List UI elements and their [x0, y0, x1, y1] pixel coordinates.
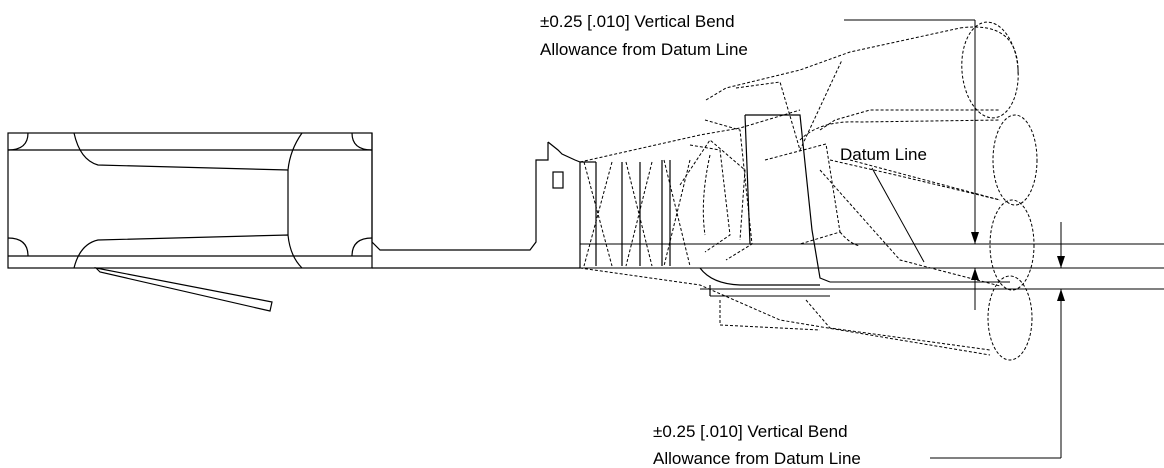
bottom-bend-allowance-label-line2: Allowance from Datum Line	[653, 449, 861, 468]
bottom-dimension	[930, 222, 1065, 459]
top-bend-allowance-label-line1: ±0.25 [.010] Vertical Bend	[540, 12, 735, 31]
crimp-barrels	[547, 114, 831, 296]
bottom-bend-allowance-label-line1: ±0.25 [.010] Vertical Bend	[653, 422, 848, 441]
bend-envelope-dashed	[579, 21, 1038, 361]
transition-section	[371, 133, 580, 269]
locking-lance	[94, 267, 273, 312]
top-bend-allowance-label-line2: Allowance from Datum Line	[540, 40, 748, 59]
datum-leader	[871, 167, 925, 263]
datum-line-label: Datum Line	[840, 145, 927, 164]
datum-reference-lines	[580, 243, 1164, 297]
top-dimension	[844, 19, 979, 310]
contact-body	[7, 132, 373, 269]
